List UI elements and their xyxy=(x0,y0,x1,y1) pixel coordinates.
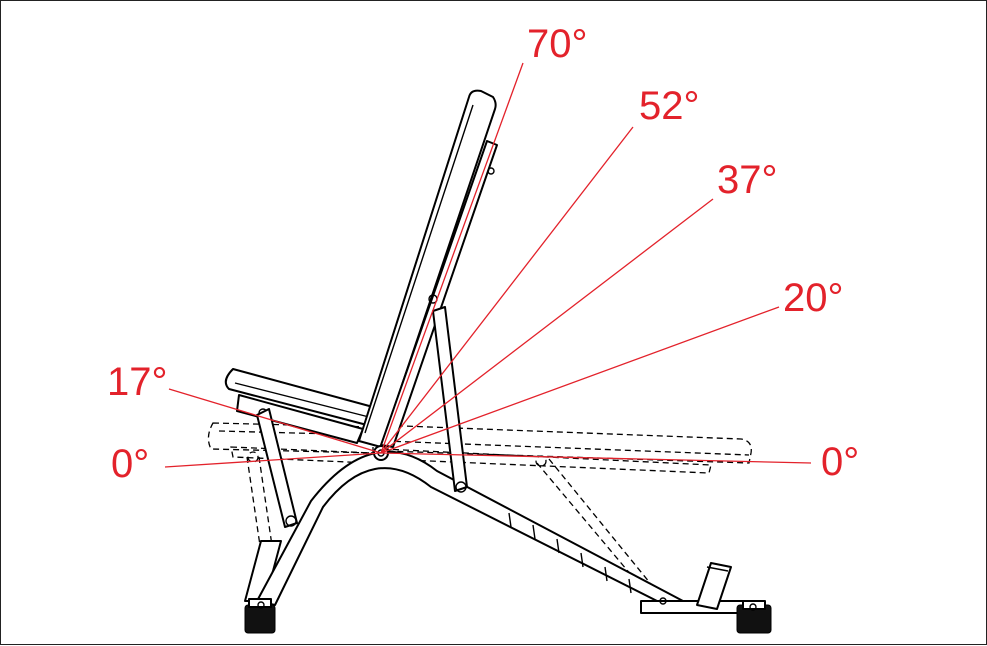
back-pad xyxy=(358,89,498,493)
ray-37 xyxy=(380,198,714,454)
angle-label-70: 70° xyxy=(527,22,588,66)
bench-frame xyxy=(244,450,772,634)
ray-17-seat xyxy=(168,388,382,454)
ray-0-back xyxy=(380,452,812,464)
angle-label-37: 37° xyxy=(717,158,778,202)
ray-20 xyxy=(380,306,780,454)
ray-70 xyxy=(380,62,524,454)
angle-rays xyxy=(164,62,812,468)
angle-labels: 70° 52° 37° 20° 0° 17° 0° xyxy=(107,22,859,486)
angle-label-17: 17° xyxy=(107,360,168,404)
angle-label-20: 20° xyxy=(783,276,844,320)
angle-label-52: 52° xyxy=(639,84,700,128)
angle-label-0-seat: 0° xyxy=(111,442,149,486)
ray-0-seat xyxy=(164,452,382,468)
seat-pad xyxy=(224,368,374,528)
angle-label-0-back: 0° xyxy=(821,440,859,484)
ray-52 xyxy=(380,126,634,454)
